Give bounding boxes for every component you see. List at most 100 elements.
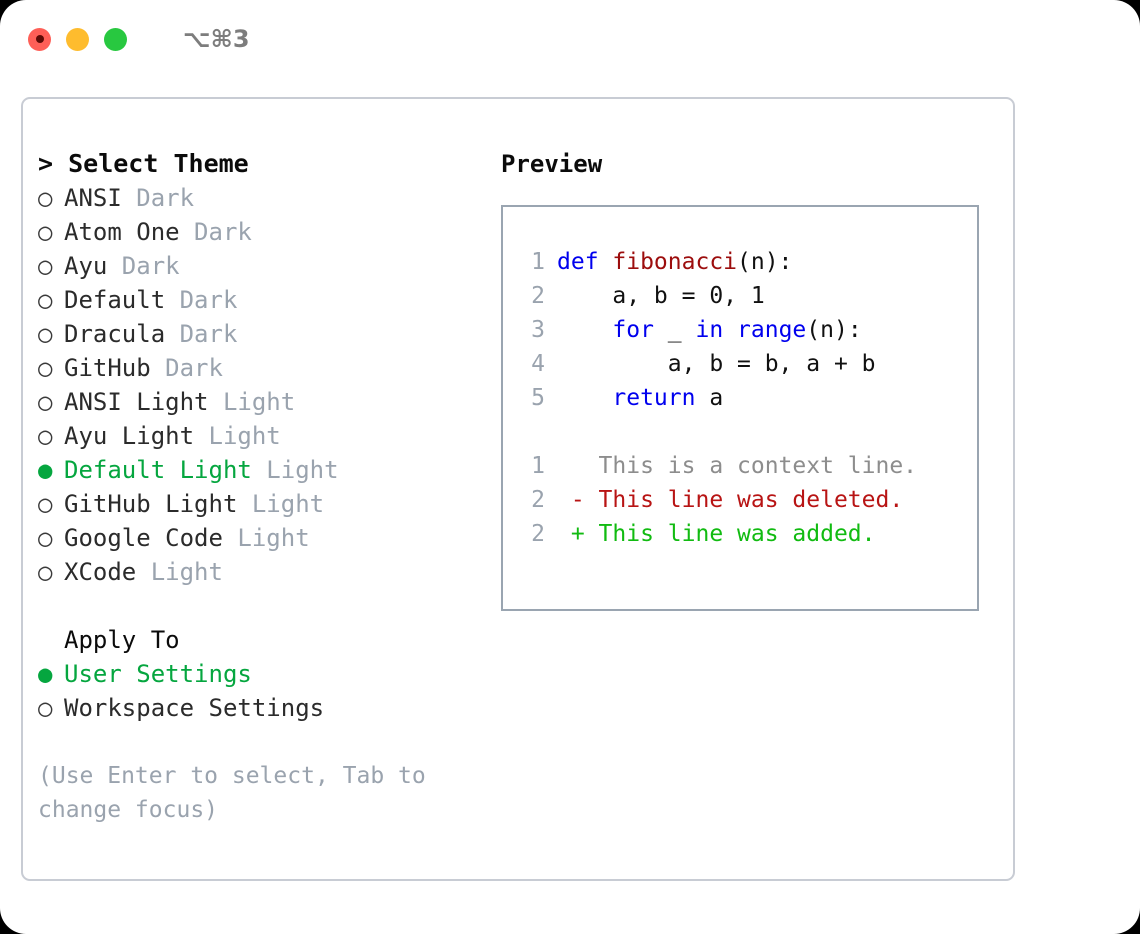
theme-option[interactable]: ○ Dracula Dark	[38, 317, 478, 351]
code-token: for	[612, 317, 654, 343]
line-number: 4	[531, 351, 545, 377]
theme-option-label: Atom One	[64, 218, 180, 246]
theme-option[interactable]: ○ Ayu Dark	[38, 249, 478, 283]
radio-unselected-icon: ○	[38, 422, 53, 450]
theme-option[interactable]: ○ Ayu Light Light	[38, 419, 478, 453]
apply-to-list[interactable]: ● User Settings ○Workspace Settings	[38, 657, 478, 725]
radio-unselected-icon: ○	[38, 218, 53, 246]
theme-variant-tag: Light	[208, 388, 296, 416]
theme-variant-tag: Light	[237, 490, 325, 518]
code-token	[557, 385, 612, 411]
code-token: def	[557, 249, 613, 275]
close-window-icon[interactable]	[28, 27, 51, 51]
radio-unselected-icon: ○	[38, 354, 53, 382]
theme-option-label: Ayu Light	[64, 422, 195, 450]
traffic-lights	[28, 27, 127, 51]
theme-picker-column: > Select Theme ○ANSI Dark○Atom One Dark○…	[38, 147, 478, 827]
code-token: fibonacci	[612, 249, 738, 275]
line-number: 3	[531, 317, 545, 343]
code-token: range	[737, 317, 807, 343]
theme-option-label: XCode	[64, 558, 137, 586]
apply-to-option[interactable]: ● User Settings	[38, 657, 478, 691]
diff-sample: 1 This is a context line.2 - This line w…	[519, 449, 977, 551]
diff-line: 2 + This line was added.	[519, 517, 977, 551]
code-token	[557, 317, 612, 343]
theme-variant-tag: Light	[251, 456, 339, 484]
theme-option-label: Default Light	[64, 456, 252, 484]
theme-option[interactable]: ○ XCode Light	[38, 555, 478, 589]
theme-variant-tag: Dark	[165, 286, 238, 314]
theme-option[interactable]: ○ GitHub Dark	[38, 351, 478, 385]
radio-unselected-icon: ○	[38, 558, 53, 586]
theme-option-label: GitHub Light	[64, 490, 238, 518]
main-panel: > Select Theme ○ANSI Dark○Atom One Dark○…	[21, 97, 1015, 881]
theme-option-label: Default	[64, 286, 166, 314]
diff-line: 2 - This line was deleted.	[519, 483, 977, 517]
list-spacer	[38, 589, 478, 623]
radio-unselected-icon: ○	[38, 184, 53, 212]
line-number: 2	[531, 521, 545, 547]
apply-to-option-label: User Settings	[64, 660, 252, 688]
code-token: _	[653, 317, 696, 343]
code-token: a	[695, 385, 724, 411]
radio-unselected-icon: ○	[38, 252, 53, 280]
hint-spacer	[38, 725, 478, 759]
title-bar: ⌥⌘3	[0, 0, 1140, 78]
apply-to-option-label: Workspace Settings	[64, 694, 325, 722]
line-number: 1	[531, 249, 545, 275]
code-token: a, b = b, a + b	[557, 351, 876, 377]
code-line: 2 a, b = 0, 1	[519, 279, 977, 313]
theme-option-label: Ayu	[64, 252, 108, 280]
code-token: return	[612, 385, 696, 411]
radio-unselected-icon: ○	[38, 388, 53, 416]
line-number: 1	[531, 453, 545, 479]
code-token: (n):	[737, 249, 793, 275]
code-line: 4 a, b = b, a + b	[519, 347, 977, 381]
theme-variant-tag: Dark	[179, 218, 252, 246]
theme-variant-tag: Dark	[150, 354, 223, 382]
theme-option[interactable]: ● Default Light Light	[38, 453, 478, 487]
theme-variant-tag: Light	[222, 524, 310, 552]
radio-unselected-icon: ○	[38, 286, 53, 314]
radio-selected-icon: ●	[38, 456, 53, 484]
apply-to-heading: Apply To	[64, 626, 180, 654]
keyboard-shortcut-label: ⌥⌘3	[183, 25, 250, 53]
theme-option[interactable]: ○ANSI Light Light	[38, 385, 478, 419]
code-token: in	[695, 317, 724, 343]
line-number: 5	[531, 385, 545, 411]
theme-variant-tag: Light	[136, 558, 223, 586]
theme-option[interactable]: ○GitHub Light Light	[38, 487, 478, 521]
code-diff-gap	[519, 415, 977, 449]
theme-option[interactable]: ○ Google Code Light	[38, 521, 478, 555]
apply-to-option[interactable]: ○Workspace Settings	[38, 691, 478, 725]
code-line: 5 return a	[519, 381, 977, 415]
theme-variant-tag: Dark	[107, 252, 180, 280]
theme-option-label: ANSI	[64, 184, 122, 212]
theme-option-label: Dracula	[64, 320, 166, 348]
theme-variant-tag: Dark	[121, 184, 195, 212]
line-number: 2	[531, 283, 545, 309]
code-token	[723, 317, 737, 343]
code-line: 1 def fibonacci(n):	[519, 245, 977, 279]
radio-unselected-icon: ○	[38, 320, 53, 348]
keyboard-hint-text: (Use Enter to select, Tab to change focu…	[38, 763, 440, 823]
radio-unselected-icon: ○	[38, 524, 53, 552]
code-token: - This line was deleted.	[557, 487, 904, 513]
code-line: 3 for _ in range(n):	[519, 313, 977, 347]
theme-option[interactable]: ○ Atom One Dark	[38, 215, 478, 249]
theme-option-label: Google Code	[64, 524, 223, 552]
maximize-window-icon[interactable]	[104, 27, 127, 51]
theme-option[interactable]: ○ Default Dark	[38, 283, 478, 317]
radio-selected-icon: ●	[38, 660, 53, 688]
theme-option-label: GitHub	[64, 354, 151, 382]
code-token: + This line was added.	[557, 521, 876, 547]
theme-option[interactable]: ○ ANSI Dark	[38, 181, 478, 215]
theme-list[interactable]: ○ ANSI Dark ○ Atom One Dark ○ Ayu Dark ○ Defaul…	[38, 181, 478, 589]
minimize-window-icon[interactable]	[66, 27, 89, 51]
theme-variant-tag: Light	[194, 422, 281, 450]
theme-variant-tag: Dark	[165, 320, 238, 348]
